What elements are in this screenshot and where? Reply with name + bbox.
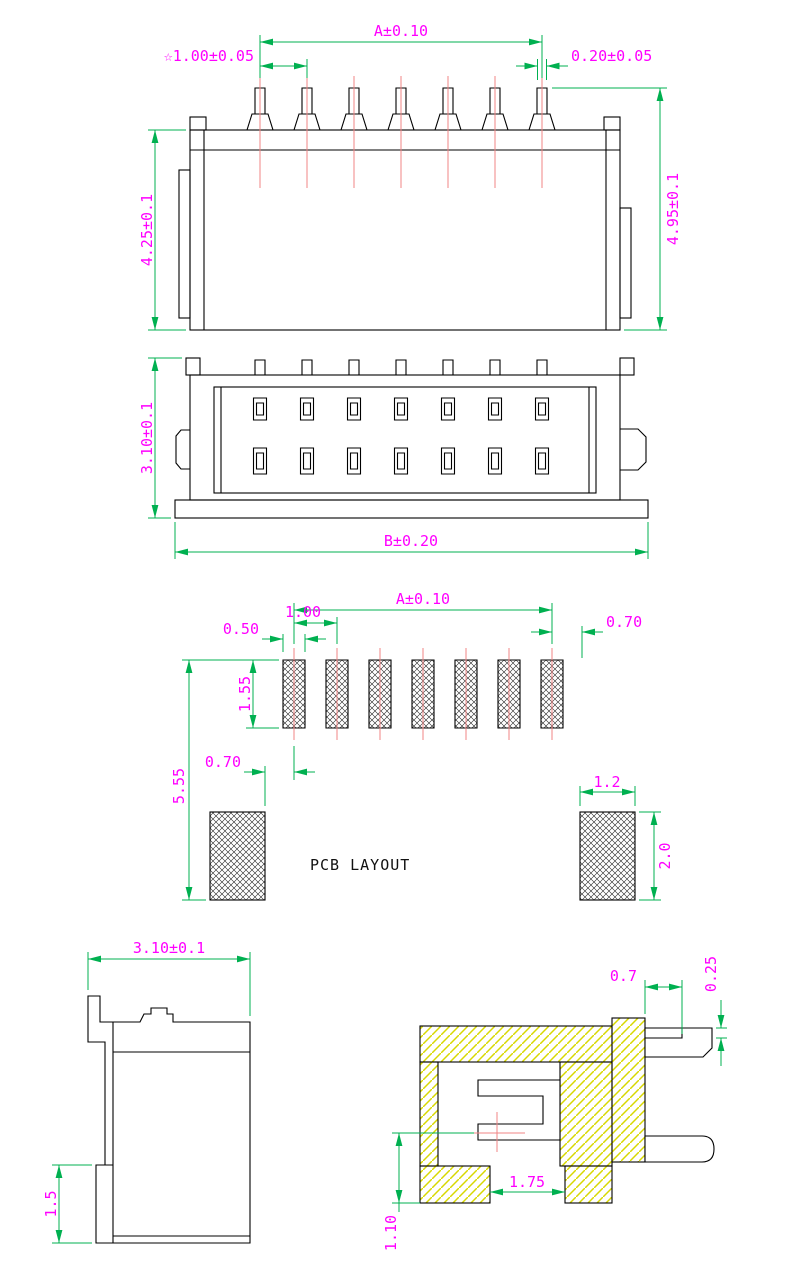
pcb-dimensions: A±0.10 1.00 0.50 0.70 1.55 5.55 0.70 1.2… xyxy=(170,590,674,901)
side-dim-foot-label: 1.5 xyxy=(42,1190,60,1217)
pcb-layout-view: A±0.10 1.00 0.50 0.70 1.55 5.55 0.70 1.2… xyxy=(170,590,674,901)
connector-body-front xyxy=(178,116,632,331)
dim-pitch-label: ☆1.00±0.05 xyxy=(164,47,254,65)
section-view: 0.7 0.25 1.75 1.10 xyxy=(382,956,727,1251)
side-pad-left xyxy=(209,811,266,901)
section-dimensions: 0.7 0.25 1.75 1.10 xyxy=(382,956,727,1251)
pcb-layout-title: PCB LAYOUT xyxy=(310,856,410,874)
pcb-dim-end-gap-label: 0.70 xyxy=(606,613,642,631)
side-view-dimensions: 3.10±0.1 1.5 xyxy=(42,939,251,1244)
pcb-dim-pitch-label: 1.00 xyxy=(285,603,321,621)
dim-height-right-label: 4.95±0.1 xyxy=(664,173,682,245)
pcb-dim-overall-label: 5.55 xyxy=(170,768,188,804)
dim-span-label: A±0.10 xyxy=(374,22,428,40)
top-view: 3.10±0.1 B±0.20 xyxy=(138,357,649,559)
dim-width-label: B±0.20 xyxy=(384,532,438,550)
contacts-row-1 xyxy=(252,397,550,421)
section-dim-latch-step-label: 0.25 xyxy=(702,956,720,992)
pcb-dim-pad-width-label: 0.50 xyxy=(223,620,259,638)
pcb-dim-side-gap-label: 0.70 xyxy=(205,753,241,771)
dim-depth-label: 3.10±0.1 xyxy=(138,402,156,474)
front-view-dimensions: A±0.10 ☆1.00±0.05 0.20±0.05 4.25±0.1 4.9… xyxy=(138,22,682,331)
section-bottom-wall-left xyxy=(419,1165,491,1204)
pad-centerlines xyxy=(293,648,553,740)
latch-hook xyxy=(644,1027,713,1058)
pcb-dim-pad-height-label: 1.55 xyxy=(236,676,254,712)
pin-centerlines xyxy=(259,76,543,188)
side-dim-depth-label: 3.10±0.1 xyxy=(133,939,205,957)
section-bottom-wall-right xyxy=(564,1165,613,1204)
section-right-core xyxy=(559,1061,613,1167)
front-view: A±0.10 ☆1.00±0.05 0.20±0.05 4.25±0.1 4.9… xyxy=(138,22,682,331)
dim-height-left-label: 4.25±0.1 xyxy=(138,194,156,266)
dim-pin-width-label: 0.20±0.05 xyxy=(571,47,652,65)
pcb-dim-tab-width-label: 1.2 xyxy=(593,773,620,791)
section-centermark xyxy=(470,1112,525,1152)
side-view: 3.10±0.1 1.5 xyxy=(42,939,251,1244)
connector-body-top xyxy=(174,357,649,519)
side-profile xyxy=(87,995,251,1244)
top-view-dimensions: 3.10±0.1 B±0.20 xyxy=(138,357,649,559)
pcb-dim-tab-height-label: 2.0 xyxy=(656,842,674,869)
contacts-row-2 xyxy=(252,447,550,475)
section-top-wall xyxy=(419,1025,613,1063)
latch-foot xyxy=(644,1135,715,1163)
section-back-wall xyxy=(419,1061,439,1167)
contact-tongue xyxy=(477,1079,561,1141)
section-dim-slot-width-label: 1.75 xyxy=(509,1173,545,1191)
pcb-dim-span-label: A±0.10 xyxy=(396,590,450,608)
section-dim-latch-width-label: 0.7 xyxy=(610,967,637,985)
pins xyxy=(254,87,548,115)
section-dim-base-height-label: 1.10 xyxy=(382,1215,400,1251)
latch-riser xyxy=(611,1017,646,1163)
side-pad-right xyxy=(579,811,636,901)
